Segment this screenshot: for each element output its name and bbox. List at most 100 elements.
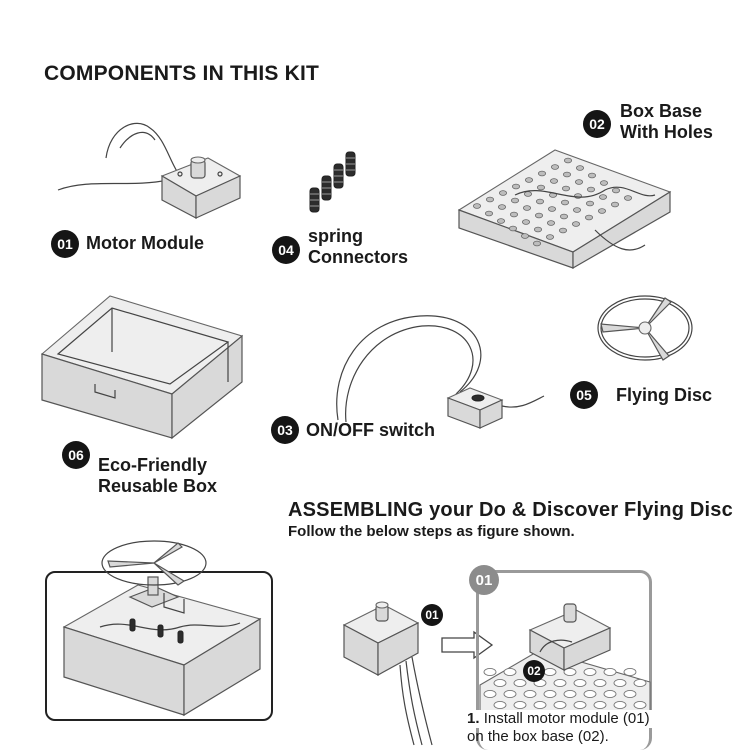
base-hole <box>511 197 520 204</box>
step-base-hole <box>573 678 587 688</box>
base-hole <box>535 212 544 219</box>
base-hole <box>598 194 607 200</box>
base-hole <box>562 185 571 192</box>
label-box-base-line2: With Holes <box>620 122 713 142</box>
base-hole <box>472 203 481 209</box>
base-hole <box>498 204 507 210</box>
base-hole <box>512 183 521 190</box>
step-base-hole <box>523 689 537 699</box>
badge-step-base: 02 <box>523 660 545 682</box>
assembled-preview-frame <box>45 571 273 721</box>
step-base-hole <box>613 700 627 710</box>
flying-disc-illustration <box>597 295 693 361</box>
step-base-hole <box>553 700 567 710</box>
base-hole <box>563 171 572 178</box>
step-1-caption-line1: 1. Install motor module (01) <box>467 710 654 728</box>
base-hole <box>587 172 596 179</box>
step-1-badge: 01 <box>469 565 499 595</box>
base-hole <box>534 226 543 233</box>
step-base-hole <box>633 678 647 688</box>
step-base-hole <box>513 700 527 710</box>
assembled-product-illustration <box>62 540 262 717</box>
label-motor-module: Motor Module <box>86 233 204 253</box>
base-hole <box>524 191 533 197</box>
label-box-line1: Eco-Friendly <box>98 455 208 475</box>
assembly-subheading: Follow the below steps as figure shown. <box>288 523 575 540</box>
base-hole <box>559 227 568 234</box>
base-hole <box>564 157 573 164</box>
badge-01-motor: 01 <box>51 230 79 258</box>
step-1-base-with-motor-illustration <box>479 603 651 716</box>
step-base-hole <box>583 667 597 677</box>
base-hole <box>573 207 582 213</box>
base-hole <box>586 186 595 193</box>
base-hole <box>599 180 608 186</box>
step-base-hole <box>543 689 557 699</box>
base-hole <box>523 205 532 211</box>
base-hole <box>610 201 619 208</box>
step-base-hole <box>623 667 637 677</box>
base-hole <box>550 178 559 184</box>
base-hole <box>497 218 506 224</box>
on-off-switch-illustration <box>336 315 545 429</box>
step-1-caption-text: Install motor module (01) <box>483 710 650 727</box>
step-base-hole <box>583 689 597 699</box>
step-base-hole <box>493 678 507 688</box>
base-hole <box>585 200 594 207</box>
step-base-hole <box>513 678 527 688</box>
step-base-hole <box>573 700 587 710</box>
step-base-hole <box>633 700 647 710</box>
step-base-hole <box>623 689 637 699</box>
label-spring-line2: Connectors <box>308 247 409 267</box>
step-base-hole <box>593 678 607 688</box>
base-hole <box>484 210 493 217</box>
insert-arrow-icon <box>441 630 494 660</box>
base-hole <box>525 177 534 183</box>
step-1-caption-line2: on the box base (02). <box>467 728 609 745</box>
step-base-hole <box>503 689 517 699</box>
base-hole <box>548 206 557 212</box>
badge-06-reusable-box: 06 <box>62 441 90 469</box>
base-hole <box>551 164 560 170</box>
base-hole <box>560 213 569 220</box>
base-hole <box>533 240 542 247</box>
step-base-hole <box>533 700 547 710</box>
base-hole <box>521 233 530 239</box>
base-hole <box>499 190 508 196</box>
step-base-hole <box>493 700 507 710</box>
components-heading: COMPONENTS IN THIS KIT <box>44 62 320 85</box>
label-box-line2: Reusable Box <box>98 476 218 496</box>
step-base-hole <box>603 689 617 699</box>
label-on-off-switch: ON/OFF switch <box>306 420 436 440</box>
reusable-box-illustration <box>40 295 244 440</box>
assembly-heading: ASSEMBLING your Do & Discover Flying Dis… <box>288 499 733 521</box>
base-hole <box>623 195 632 201</box>
base-hole <box>561 199 570 206</box>
badge-02-box-base: 02 <box>583 110 611 138</box>
base-hole <box>522 219 531 225</box>
step-base-hole <box>563 689 577 699</box>
base-hole <box>584 214 593 221</box>
step-1-number: 1. <box>467 710 480 727</box>
base-hole <box>597 208 606 214</box>
step-base-hole <box>593 700 607 710</box>
label-flying-disc: Flying Disc <box>616 385 713 405</box>
step-base-hole <box>603 667 617 677</box>
badge-04-spring: 04 <box>272 236 300 264</box>
base-hole <box>547 220 556 226</box>
step-base-hole <box>553 678 567 688</box>
step-base-hole <box>483 667 497 677</box>
base-hole <box>537 184 546 191</box>
base-hole <box>576 165 585 171</box>
spring-connectors-illustration <box>309 151 356 213</box>
base-hole <box>538 170 547 177</box>
step-base-hole <box>543 667 557 677</box>
step-base-hole <box>563 667 577 677</box>
base-hole <box>572 221 581 227</box>
box-base-illustration <box>457 149 672 270</box>
base-hole <box>546 234 555 240</box>
step-base-hole <box>613 678 627 688</box>
label-spring-line1: spring <box>308 226 364 246</box>
step-base-hole <box>503 667 517 677</box>
badge-step-motor: 01 <box>421 604 443 626</box>
